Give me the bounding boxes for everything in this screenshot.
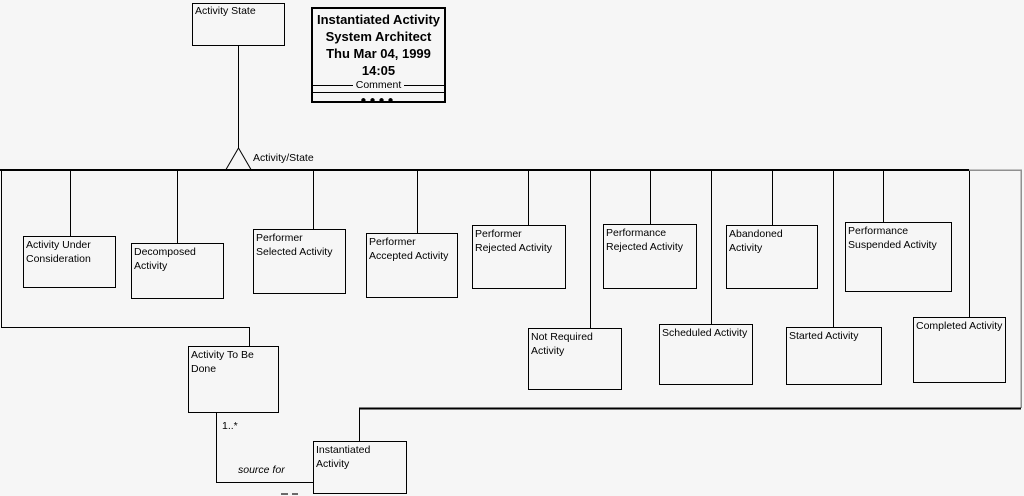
node-label: Abandoned Activity	[729, 228, 783, 254]
node-performer-rejected-activity[interactable]: Performer Rejected Activity	[472, 225, 566, 289]
node-performance-rejected-activity[interactable]: Performance Rejected Activity	[603, 224, 697, 289]
title-block-dots: ●●●●	[360, 95, 397, 106]
cutoff-text-fragment	[292, 493, 298, 495]
node-abandoned-activity[interactable]: Abandoned Activity	[726, 225, 818, 289]
connector-activity-to-be-done	[1, 171, 250, 346]
title-block-comment-row: Comment	[313, 79, 445, 91]
subtype-triangle-icon	[225, 147, 252, 170]
node-label: Performer Selected Activity	[256, 232, 333, 258]
node-performer-selected-activity[interactable]: Performer Selected Activity	[253, 229, 346, 294]
comment-label: Comment	[355, 79, 402, 91]
node-not-required-activity[interactable]: Not Required Activity	[528, 328, 622, 390]
node-activity-to-be-done[interactable]: Activity To Be Done	[188, 346, 279, 413]
node-label: Completed Activity	[916, 320, 1003, 332]
cutoff-text-fragment	[281, 493, 288, 495]
comment-rule-left	[313, 84, 353, 86]
node-label: Activity Under Consideration	[26, 239, 91, 265]
node-label: Not Required Activity	[531, 331, 593, 357]
title-block-title: Instantiated Activity	[316, 12, 441, 27]
node-performance-suspended-activity[interactable]: Performance Suspended Activity	[845, 222, 952, 292]
node-label: Performance Rejected Activity	[606, 227, 684, 253]
node-activity-state[interactable]: Activity State	[192, 3, 285, 46]
title-block-lines: Instantiated Activity System Architect T…	[313, 9, 444, 79]
node-decomposed-activity[interactable]: Decomposed Activity	[131, 243, 224, 299]
title-block-time: 14:05	[361, 63, 396, 78]
node-label: Started Activity	[789, 330, 859, 342]
node-label: Performance Suspended Activity	[848, 225, 937, 251]
node-label: Performer Rejected Activity	[475, 228, 553, 254]
node-label: Instantiated Activity	[316, 444, 371, 470]
title-block-tool: System Architect	[325, 29, 432, 44]
node-label: Decomposed Activity	[134, 246, 196, 272]
node-started-activity[interactable]: Started Activity	[786, 327, 882, 385]
node-label: Activity To Be Done	[191, 349, 254, 375]
diagram-title-block[interactable]: Instantiated Activity System Architect T…	[311, 7, 446, 106]
node-completed-activity[interactable]: Completed Activity	[913, 317, 1006, 383]
node-activity-under-consideration[interactable]: Activity Under Consideration	[23, 236, 116, 288]
node-label: Performer Accepted Activity	[369, 236, 449, 262]
node-scheduled-activity[interactable]: Scheduled Activity	[659, 324, 753, 385]
node-label: Activity State	[195, 5, 256, 17]
node-instantiated-activity[interactable]: Instantiated Activity	[313, 441, 407, 494]
node-label: Scheduled Activity	[662, 327, 748, 339]
subtype-marker-label: Activity/State	[253, 152, 314, 164]
node-performer-accepted-activity[interactable]: Performer Accepted Activity	[366, 233, 458, 298]
connector-source-for-association	[216, 412, 313, 483]
association-multiplicity-label: 1..*	[222, 420, 238, 432]
comment-rule-right	[404, 84, 445, 86]
association-name-label: source for	[238, 464, 285, 476]
title-block-divider	[313, 92, 444, 93]
connector-right-wrap	[969, 169, 1022, 408]
title-block-date: Thu Mar 04, 1999	[326, 46, 431, 61]
